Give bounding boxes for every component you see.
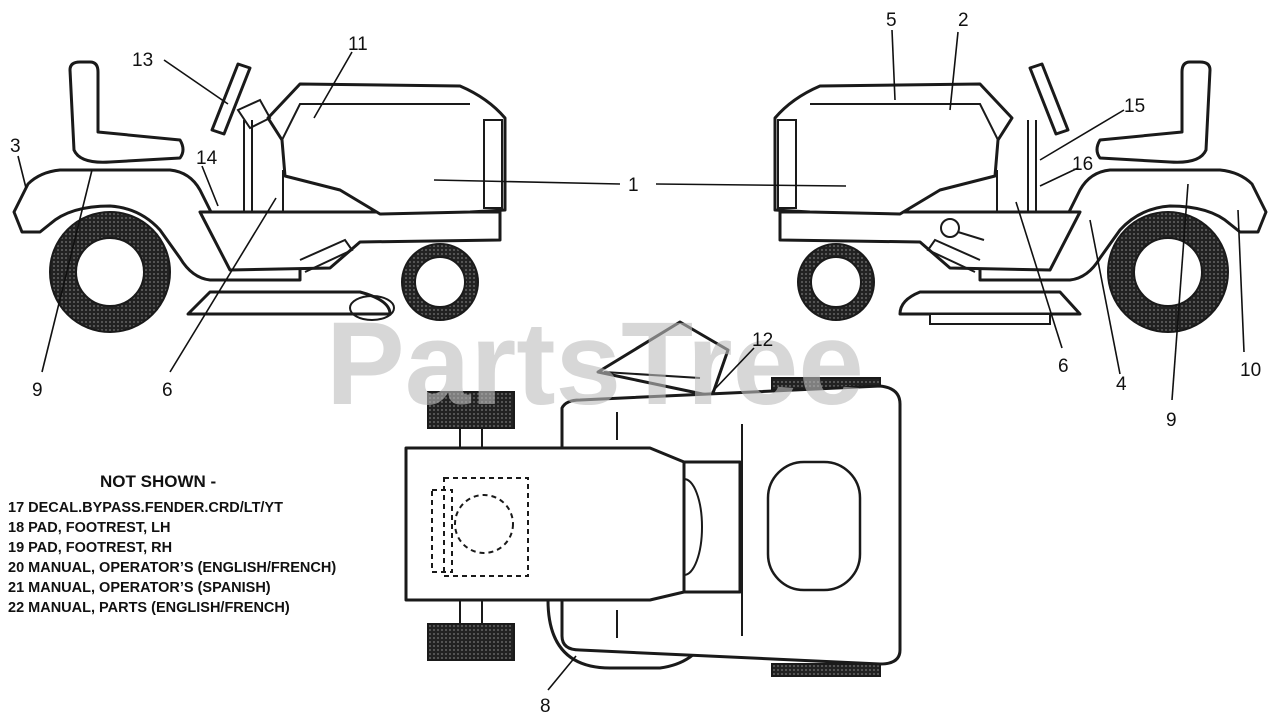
mower-deck-left-view [186, 290, 392, 316]
tractor-left-side-view [12, 60, 507, 333]
callout-8: 8 [540, 696, 551, 717]
callout-2: 2 [958, 10, 969, 31]
callout-9-left: 9 [32, 380, 43, 401]
mower-deck-right-view [898, 290, 1082, 316]
callout-numbers: 1 2 3 4 5 6 6 8 9 9 10 11 12 13 14 15 16 [10, 10, 1261, 717]
watermark: PartsTree [326, 298, 864, 430]
not-shown-list: NOT SHOWN - 17 DECAL.BYPASS.FENDER.CRD/L… [8, 472, 398, 618]
steering-wheel-right-view [1028, 62, 1070, 136]
callout-6-left: 6 [162, 380, 173, 401]
callout-4: 4 [1116, 374, 1127, 395]
not-shown-heading: NOT SHOWN - [100, 472, 217, 491]
callout-9-right: 9 [1166, 410, 1177, 431]
callout-1: 1 [628, 175, 639, 196]
seat-top-view [404, 446, 686, 602]
seat-left-view [68, 60, 185, 164]
tractor-right-side-view [773, 60, 1268, 333]
callout-16: 16 [1072, 154, 1093, 175]
not-shown-item: 21 MANUAL, OPERATOR’S (SPANISH) [8, 580, 271, 596]
callout-15: 15 [1124, 96, 1145, 117]
front-wheel-top-right [771, 663, 881, 677]
not-shown-item: 20 MANUAL, OPERATOR’S (ENGLISH/FRENCH) [8, 560, 337, 576]
not-shown-item: 19 PAD, FOOTREST, RH [8, 540, 173, 556]
rear-wheel-top-left [427, 391, 515, 429]
callout-13: 13 [132, 50, 153, 71]
not-shown-item: 18 PAD, FOOTREST, LH [8, 520, 171, 536]
callout-3: 3 [10, 136, 21, 157]
seat-right-view [1095, 60, 1212, 164]
rear-wheel-top-right [427, 623, 515, 661]
callout-11: 11 [348, 34, 368, 55]
callout-5: 5 [886, 10, 897, 31]
leader-lines [17, 29, 1245, 691]
callout-10: 10 [1240, 360, 1261, 381]
not-shown-item: 22 MANUAL, PARTS (ENGLISH/FRENCH) [8, 600, 290, 616]
callout-12: 12 [752, 330, 773, 351]
callout-6-right: 6 [1058, 356, 1069, 377]
tractor-top-view [404, 320, 902, 677]
not-shown-item: 17 DECAL.BYPASS.FENDER.CRD/LT/YT [8, 500, 283, 516]
callout-14: 14 [196, 148, 218, 169]
steering-wheel-left-view [210, 62, 252, 136]
